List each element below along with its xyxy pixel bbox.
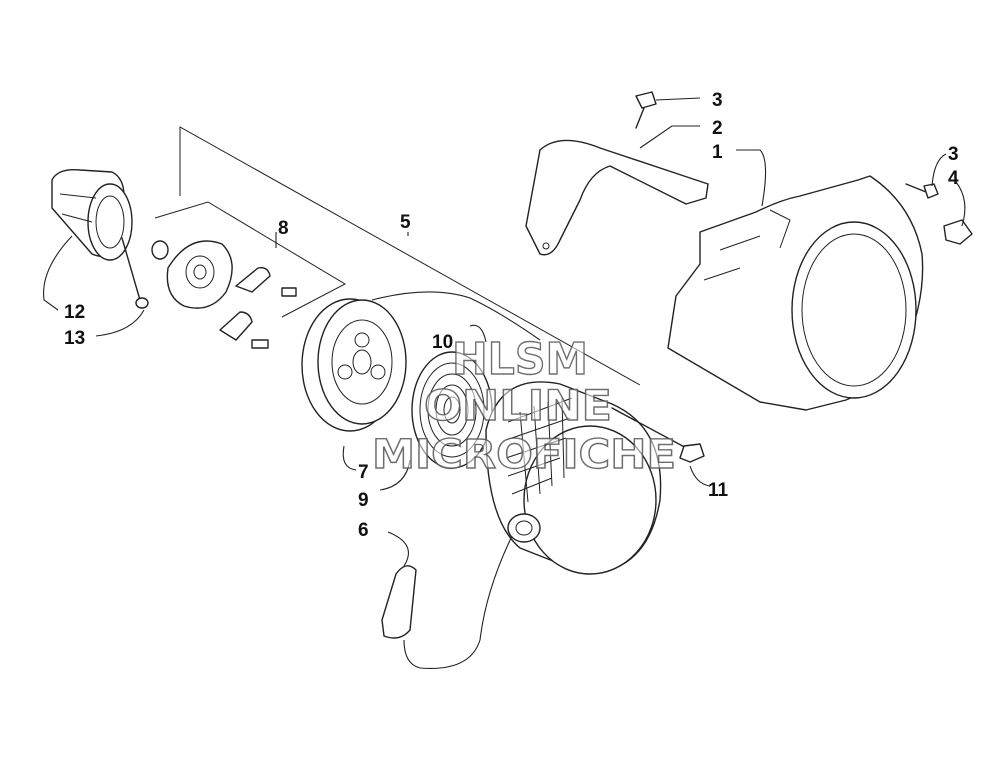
callout-3: 3 [712,90,723,111]
callout-4: 4 [948,168,959,189]
part-3-bolt-top [635,91,657,129]
part-8-pawl-upper [235,266,297,297]
part-9-spring [411,351,493,469]
callout-5: 5 [400,212,411,233]
part-13-screw [121,237,149,309]
watermark: HLSM ONLINE MICROFICHE [371,333,676,478]
part-4-clip [943,219,973,245]
leader-lines [43,97,966,567]
part-8-pawl-lower [219,311,269,349]
housing-vent-grid [505,397,573,503]
watermark-line-3: MICROFICHE [372,432,676,478]
callout-6: 6 [358,520,369,541]
part-10-rope [371,291,541,341]
callouts: 3 2 1 3 4 5 8 10 7 9 6 11 12 13 [64,90,959,541]
part-6-handle [381,535,513,669]
callout-10: 10 [432,332,453,353]
part-8-cam-plate [151,240,233,309]
callout-8: 8 [278,218,289,239]
part-11-bolt [611,407,705,463]
callout-2: 2 [712,118,723,139]
watermark-line-1: HLSM [452,334,588,385]
callout-1: 1 [712,142,723,163]
part-12-cup [51,169,133,261]
callout-9: 9 [358,490,369,511]
part-2-bracket [525,139,709,256]
callout-7: 7 [358,462,369,483]
callout-12: 12 [64,302,85,323]
group-5-bracket [179,126,641,386]
part-3-bolt-right [905,183,939,199]
callout-11: 11 [708,480,729,501]
part-1-fan-housing [667,175,924,411]
recoil-housing [485,381,662,575]
callout-3-right: 3 [948,144,959,165]
callout-13: 13 [64,328,85,349]
part-7-pulley [301,298,407,432]
watermark-line-2: ONLINE [424,381,612,430]
